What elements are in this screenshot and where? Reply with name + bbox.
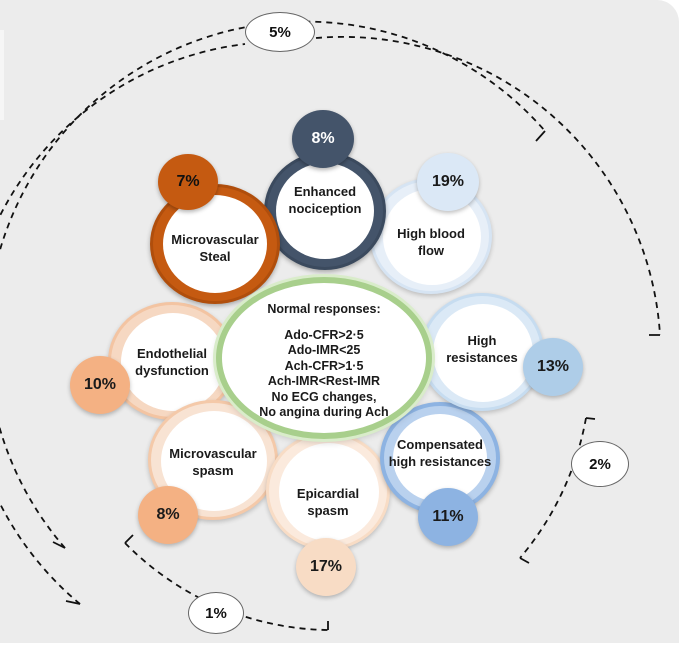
percent-badge: 17% [296, 538, 356, 596]
node-inner [279, 443, 379, 541]
center-normal-responses: Normal responses: Ado-CFR>2·5 Ado-IMR<25… [216, 277, 432, 439]
center-line: Ach-IMR<Rest-IMR [267, 374, 381, 388]
bracket-arc-inner [0, 20, 546, 549]
node-inner [276, 163, 374, 259]
bracket-tick [65, 334, 660, 605]
node-inner [433, 304, 533, 402]
panel-edge [0, 30, 4, 120]
percent-badge: 11% [418, 488, 478, 546]
center-line: Ach-CFR>1·5 [284, 358, 364, 373]
bracket-tick [124, 534, 329, 630]
center-line: Ado-CFR>2·5 [284, 327, 364, 342]
bracket-tick [519, 417, 596, 564]
center-line: No angina during Ach [259, 405, 389, 419]
percent-badge: 10% [70, 356, 130, 414]
percent-badge: 19% [417, 153, 479, 211]
outer-percent-1: 1% [188, 592, 244, 634]
node-inner [393, 414, 487, 502]
percent-badge: 7% [158, 154, 218, 210]
percent-badge: 13% [523, 338, 583, 396]
center-text: Normal responses: Ado-CFR>2·5 Ado-IMR<25… [222, 302, 426, 421]
bracket-tick [52, 130, 546, 549]
percent-badge: 8% [292, 110, 354, 168]
node-inner [163, 195, 267, 293]
node-inner [121, 313, 225, 411]
bracket-arc-right [519, 417, 587, 559]
center-line: No ECG changes, [271, 389, 377, 404]
percent-badge: 8% [138, 486, 198, 544]
center-line: Ado-IMR<25 [287, 343, 361, 357]
outer-percent-2: 2% [571, 441, 629, 487]
center-title: Normal responses: [267, 302, 381, 316]
outer-percent-5: 5% [245, 12, 315, 52]
bracket-arc-outer [0, 43, 246, 605]
bracket-arc-outer-right [315, 35, 661, 336]
